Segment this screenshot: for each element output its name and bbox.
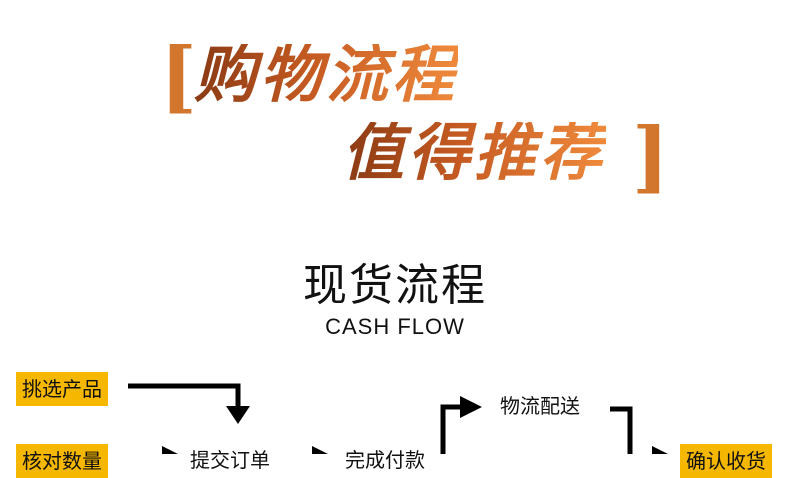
step-logistics: 物流配送: [500, 394, 580, 418]
connector-logistics-to-receipt: [610, 406, 633, 454]
banner-title-line1: 购物流程: [194, 38, 459, 111]
section-subtitle: CASH FLOW: [325, 314, 465, 339]
arrow-head-right-3: [460, 396, 482, 418]
connector-to-logistics: [440, 404, 462, 454]
step-confirm-receipt: 确认收货: [680, 444, 772, 478]
section-title: 现货流程: [303, 260, 487, 311]
arrow-head-right-4: [652, 446, 668, 454]
banner-bracket-left: [: [160, 31, 197, 122]
banner-bracket-right: ]: [632, 111, 669, 202]
step-pick-product: 挑选产品: [16, 372, 108, 406]
arrow-head-right-2: [312, 446, 328, 454]
step-submit-order: 提交订单: [190, 448, 270, 472]
flow-connectors: [128, 383, 668, 454]
arrow-head-down: [226, 406, 250, 424]
step-confirm-qty: 核对数量: [16, 444, 108, 478]
connector-pick-to-qty: [128, 383, 241, 410]
arrow-head-right-1: [162, 446, 178, 454]
step-complete-payment: 完成付款: [345, 448, 425, 472]
banner-title-line2: 值得推荐: [342, 116, 607, 189]
